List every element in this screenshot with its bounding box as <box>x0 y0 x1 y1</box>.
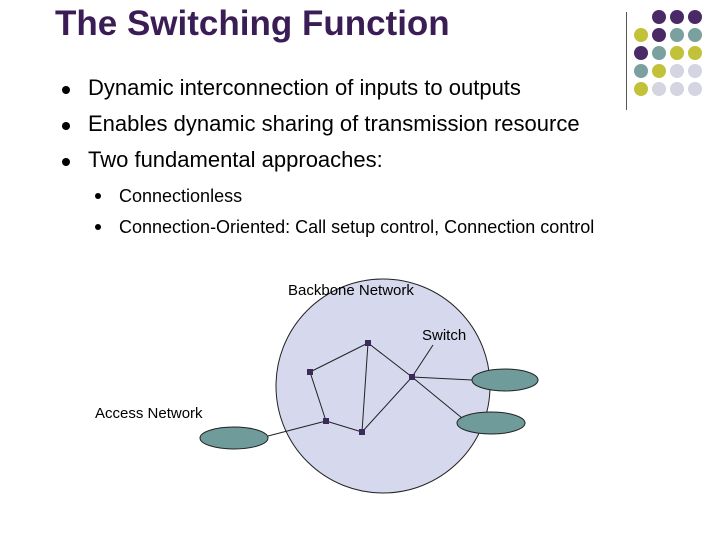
bullet-dot-icon <box>62 86 70 94</box>
switch-node-icon <box>359 429 365 435</box>
link-line <box>361 376 413 433</box>
link-line <box>411 376 463 419</box>
link-line <box>309 371 327 422</box>
switch-node-icon <box>409 374 415 380</box>
decorative-dot <box>688 64 702 78</box>
decorative-dot <box>670 64 684 78</box>
access-network-right-top <box>471 368 539 392</box>
access-network-label: Access Network <box>95 405 203 422</box>
switch-pointer-line <box>411 344 434 378</box>
decorative-dot <box>652 46 666 60</box>
decorative-dot <box>670 82 684 96</box>
decorative-dot <box>652 10 666 24</box>
link-line <box>367 342 413 378</box>
backbone-network-label: Backbone Network <box>288 282 414 299</box>
decorative-dot <box>634 64 648 78</box>
decorative-dot <box>670 28 684 42</box>
sub-bullet-text: Connection-Oriented: Call setup control,… <box>119 217 595 237</box>
bullet-dot-icon <box>95 193 101 199</box>
switch-node-icon <box>323 418 329 424</box>
bullet-dot-icon <box>62 122 70 130</box>
decorative-dot <box>670 10 684 24</box>
title-divider <box>626 12 627 110</box>
slide-title: The Switching Function <box>55 4 450 43</box>
decorative-dot <box>688 10 702 24</box>
decorative-dot <box>652 82 666 96</box>
switch-node-icon <box>307 369 313 375</box>
decorative-dot <box>670 46 684 60</box>
sub-bullet-text: Connectionless <box>119 186 243 206</box>
decorative-dot <box>634 46 648 60</box>
link-line <box>325 420 363 433</box>
decorative-dot <box>652 64 666 78</box>
bullet-text: Two fundamental approaches: <box>88 147 383 172</box>
link-line <box>309 342 369 373</box>
access-network-left <box>199 426 269 450</box>
bullet-dot-icon <box>95 224 101 230</box>
switch-node-icon <box>365 340 371 346</box>
access-network-right-bottom <box>456 411 526 435</box>
bullet-text: Dynamic interconnection of inputs to out… <box>88 75 521 100</box>
decorative-dot <box>688 82 702 96</box>
link-line <box>361 342 369 433</box>
decorative-dot <box>634 28 648 42</box>
decorative-dot <box>634 82 648 96</box>
backbone-network-circle <box>275 278 491 494</box>
decorative-dot <box>652 28 666 42</box>
bullet-dot-icon <box>62 158 70 166</box>
link-line <box>411 376 473 381</box>
decorative-dot <box>688 28 702 42</box>
switch-label: Switch <box>422 327 467 344</box>
bullet-text: Enables dynamic sharing of transmission … <box>88 111 580 136</box>
link-line <box>267 420 327 437</box>
decorative-dot <box>688 46 702 60</box>
